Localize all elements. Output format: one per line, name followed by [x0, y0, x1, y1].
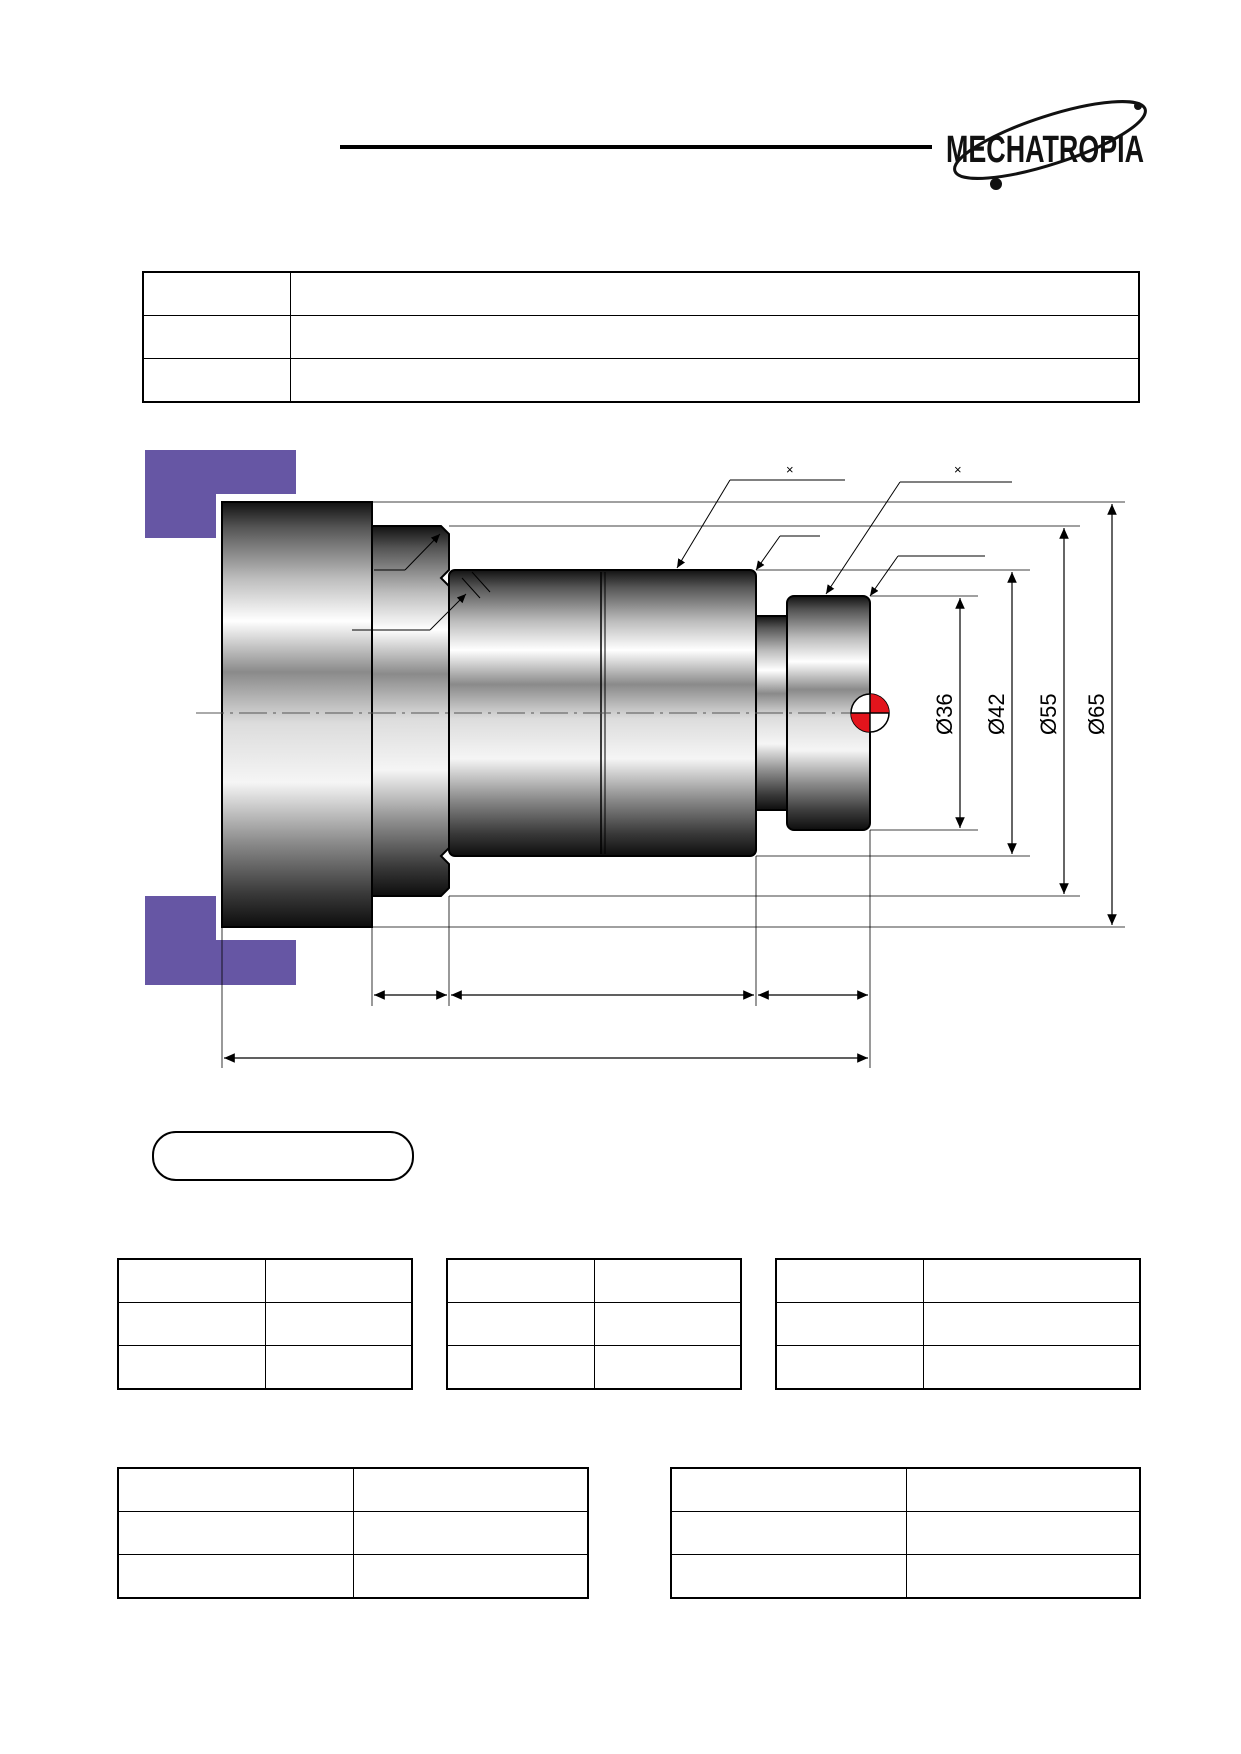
table-cell	[775, 1258, 924, 1303]
section-label	[152, 1131, 414, 1181]
leader-lines	[352, 479, 1012, 631]
table-cell	[594, 1345, 742, 1390]
table-cell	[446, 1302, 595, 1346]
chuck-jaw-top	[145, 450, 296, 538]
table-cell	[670, 1467, 907, 1512]
table-row	[446, 1345, 742, 1390]
tool-table-3	[775, 1258, 1141, 1390]
length-extension-lines	[221, 830, 871, 1068]
table-row	[775, 1345, 1141, 1390]
table-cell	[906, 1467, 1141, 1512]
chuck-jaw-bottom	[145, 896, 296, 985]
info-label	[142, 271, 291, 316]
table-cell	[353, 1467, 589, 1512]
info-table	[142, 271, 1140, 403]
table-cell	[117, 1302, 266, 1346]
table-cell	[923, 1302, 1141, 1346]
dim-label-d65: Ø65	[1084, 693, 1109, 735]
leader-mark: ×	[786, 462, 794, 477]
table-cell	[775, 1302, 924, 1346]
workpiece-origin-marker	[850, 693, 890, 733]
table-cell	[117, 1467, 354, 1512]
bottom-table-1	[117, 1467, 589, 1599]
info-value	[290, 271, 1140, 316]
table-row	[117, 1467, 589, 1512]
table-row	[446, 1302, 742, 1346]
extension-lines	[372, 501, 1125, 928]
table-row	[775, 1302, 1141, 1346]
stock-segment-d65	[221, 501, 373, 928]
table-row	[117, 1258, 413, 1303]
mechatropia-logo: MECHATROPIA	[940, 92, 1155, 202]
info-label	[142, 315, 291, 359]
table-cell	[446, 1345, 595, 1390]
diameter-dimensions	[955, 503, 1117, 925]
table-row	[117, 1302, 413, 1346]
table-cell	[670, 1554, 907, 1599]
table-row	[446, 1258, 742, 1303]
table-cell	[117, 1511, 354, 1555]
table-cell	[117, 1258, 266, 1303]
table-cell	[906, 1554, 1141, 1599]
table-cell	[594, 1258, 742, 1303]
table-cell	[265, 1302, 413, 1346]
dim-label-d55: Ø55	[1036, 693, 1061, 735]
table-cell	[906, 1511, 1141, 1555]
table-row	[117, 1511, 589, 1555]
table-cell	[446, 1258, 595, 1303]
table-row	[117, 1345, 413, 1390]
table-cell	[265, 1345, 413, 1390]
table-row	[117, 1554, 589, 1599]
info-value	[290, 315, 1140, 359]
tool-table-2	[446, 1258, 742, 1390]
table-row	[142, 315, 1140, 359]
header-rule	[340, 145, 932, 149]
table-cell	[775, 1345, 924, 1390]
table-cell	[353, 1511, 589, 1555]
leader-mark: ×	[954, 462, 962, 477]
table-row	[670, 1511, 1141, 1555]
logo-dot	[990, 178, 1002, 190]
table-cell	[594, 1302, 742, 1346]
segment-with-groove	[371, 525, 450, 897]
table-row	[142, 358, 1140, 403]
table-cell	[670, 1511, 907, 1555]
dim-label-d36: Ø36	[932, 693, 957, 735]
info-value	[290, 358, 1140, 403]
table-cell	[923, 1345, 1141, 1390]
table-cell	[117, 1554, 354, 1599]
table-cell	[265, 1258, 413, 1303]
table-row	[670, 1467, 1141, 1512]
info-label	[142, 358, 291, 403]
table-row	[775, 1258, 1141, 1303]
table-cell	[353, 1554, 589, 1599]
logo-dot-small	[1134, 102, 1142, 110]
table-row	[142, 271, 1140, 316]
table-cell	[923, 1258, 1141, 1303]
table-cell	[117, 1345, 266, 1390]
dim-label-d42: Ø42	[984, 693, 1009, 735]
bottom-table-2	[670, 1467, 1141, 1599]
tool-table-1	[117, 1258, 413, 1390]
turning-part-drawing: Ø36 Ø42 Ø55 Ø65 × ×	[0, 430, 1241, 1095]
length-dimensions	[224, 990, 868, 1063]
logo-text: MECHATROPIA	[946, 129, 1144, 171]
table-row	[670, 1554, 1141, 1599]
